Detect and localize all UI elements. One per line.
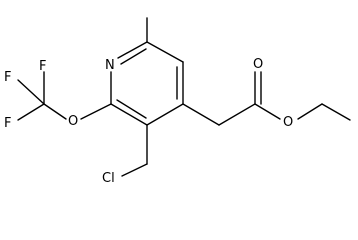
atom-fluorine-upper-left: F bbox=[4, 70, 11, 85]
atom-nitrogen: N bbox=[105, 58, 115, 73]
bond-c2-o bbox=[80, 103, 112, 120]
bond-c3-c2 bbox=[110, 103, 148, 126]
atom-fluorine-lower-left: F bbox=[4, 116, 11, 131]
bond-ch2-cl bbox=[121, 163, 148, 177]
bonds bbox=[17, 17, 351, 177]
molecule-canvas: N O F F F Cl O O bbox=[4, 17, 351, 186]
bond-c-o-ester bbox=[254, 103, 281, 120]
atom-oxygen-ester: O bbox=[283, 115, 293, 130]
bond-o-ch2 bbox=[297, 103, 323, 120]
atom-oxygen-ether: O bbox=[68, 114, 78, 129]
bond-cf3-f-left bbox=[17, 103, 45, 121]
bond-c4-c3 bbox=[146, 103, 184, 126]
atom-oxygen-carbonyl: O bbox=[253, 57, 263, 72]
bond-ch2-ch3 bbox=[321, 103, 351, 121]
atom-chlorine: Cl bbox=[102, 171, 115, 186]
structure-diagram: N O F F F Cl O O bbox=[4, 17, 351, 186]
bond-o-cf3 bbox=[43, 103, 67, 120]
bond-c6-c5 bbox=[146, 41, 184, 63]
bond-n1-c6-inner bbox=[120, 48, 147, 65]
atom-fluorine-top: F bbox=[39, 59, 46, 74]
bond-c3-c2-inner bbox=[116, 99, 147, 119]
bond-cf3-f-upper-left bbox=[17, 79, 45, 105]
bond-c4-ch2 bbox=[182, 103, 220, 126]
bond-ch2-carbonyl-c bbox=[218, 103, 256, 126]
bond-n1-c6 bbox=[117, 41, 148, 59]
atom-labels: N O F F F Cl O O bbox=[4, 57, 293, 186]
